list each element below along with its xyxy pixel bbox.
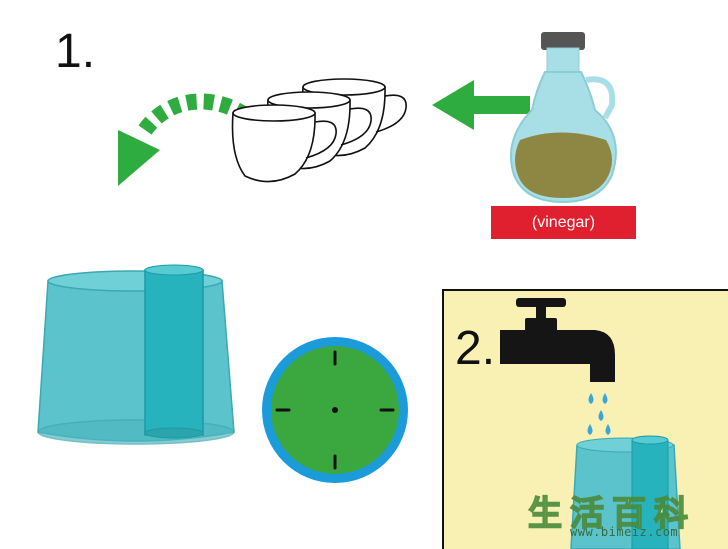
small-glass-icon [570,435,681,549]
glass-icon [37,264,235,445]
vinegar-bottle-icon [510,32,617,204]
clock-icon [262,337,408,483]
faucet-icon [500,298,615,382]
watermark-chinese: 生活百科 [527,493,696,535]
step-1-label: 1. [55,25,96,78]
step-2-label: 2. [455,322,496,375]
watermark-url: www.bimeiz.com [570,525,679,539]
cups-icon [231,78,407,183]
left-arrow-icon [432,80,530,130]
curved-arrow-icon [118,93,250,186]
vinegar-label: (vinegar) [491,206,636,239]
